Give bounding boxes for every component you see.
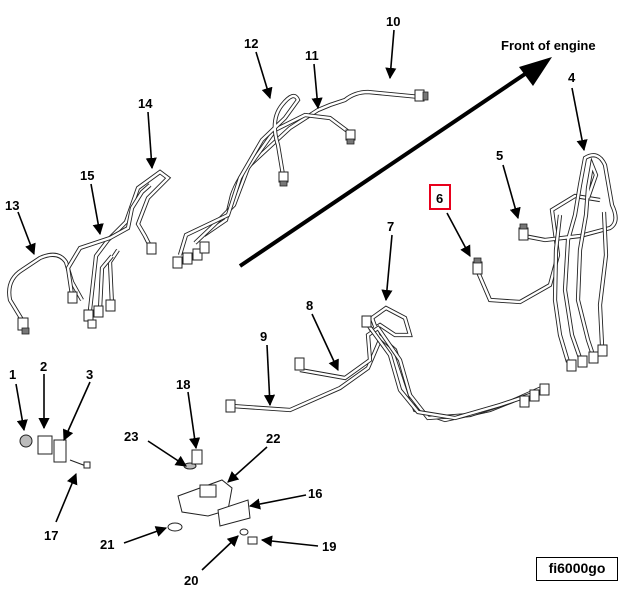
callout-labels: 1 2 3 4 5 6 7 8 9 10 11 12 13 14 15 16 1… <box>5 14 576 588</box>
callout-18[interactable]: 18 <box>176 377 190 392</box>
callout-20[interactable]: 20 <box>184 573 198 588</box>
callout-1[interactable]: 1 <box>9 367 16 382</box>
fuel-line-group-7-9 <box>225 305 550 423</box>
callout-17[interactable]: 17 <box>44 528 58 543</box>
fuel-line-group-10-12 <box>172 89 429 269</box>
leader-lines <box>15 29 588 571</box>
front-of-engine-arrow <box>238 57 552 268</box>
callout-12[interactable]: 12 <box>244 36 258 51</box>
bracket-parts-16-23 <box>167 449 258 545</box>
callout-22[interactable]: 22 <box>266 431 280 446</box>
callout-16[interactable]: 16 <box>308 486 322 501</box>
callout-6-highlight-box <box>429 184 451 210</box>
callout-19[interactable]: 19 <box>322 539 336 554</box>
callout-23[interactable]: 23 <box>124 429 138 444</box>
callout-8[interactable]: 8 <box>306 298 313 313</box>
callout-21[interactable]: 21 <box>100 537 114 552</box>
callout-9[interactable]: 9 <box>260 329 267 344</box>
fuel-line-group-4-6 <box>472 153 618 372</box>
front-of-engine-label: Front of engine <box>501 38 596 53</box>
callout-11[interactable]: 11 <box>305 48 319 63</box>
figure-id-label: fi6000go <box>536 557 618 581</box>
callout-4[interactable]: 4 <box>568 70 576 85</box>
callout-2[interactable]: 2 <box>40 359 47 374</box>
callout-13[interactable]: 13 <box>5 198 19 213</box>
callout-7[interactable]: 7 <box>387 219 394 234</box>
callout-15[interactable]: 15 <box>80 168 94 183</box>
fuel-line-group-13-15 <box>7 169 172 335</box>
callout-3[interactable]: 3 <box>86 367 93 382</box>
callout-6[interactable]: 6 <box>436 191 443 206</box>
callout-5[interactable]: 5 <box>496 148 503 163</box>
clamp-parts-1-3 <box>19 434 91 469</box>
callout-14[interactable]: 14 <box>138 96 153 111</box>
callout-10[interactable]: 10 <box>386 14 400 29</box>
